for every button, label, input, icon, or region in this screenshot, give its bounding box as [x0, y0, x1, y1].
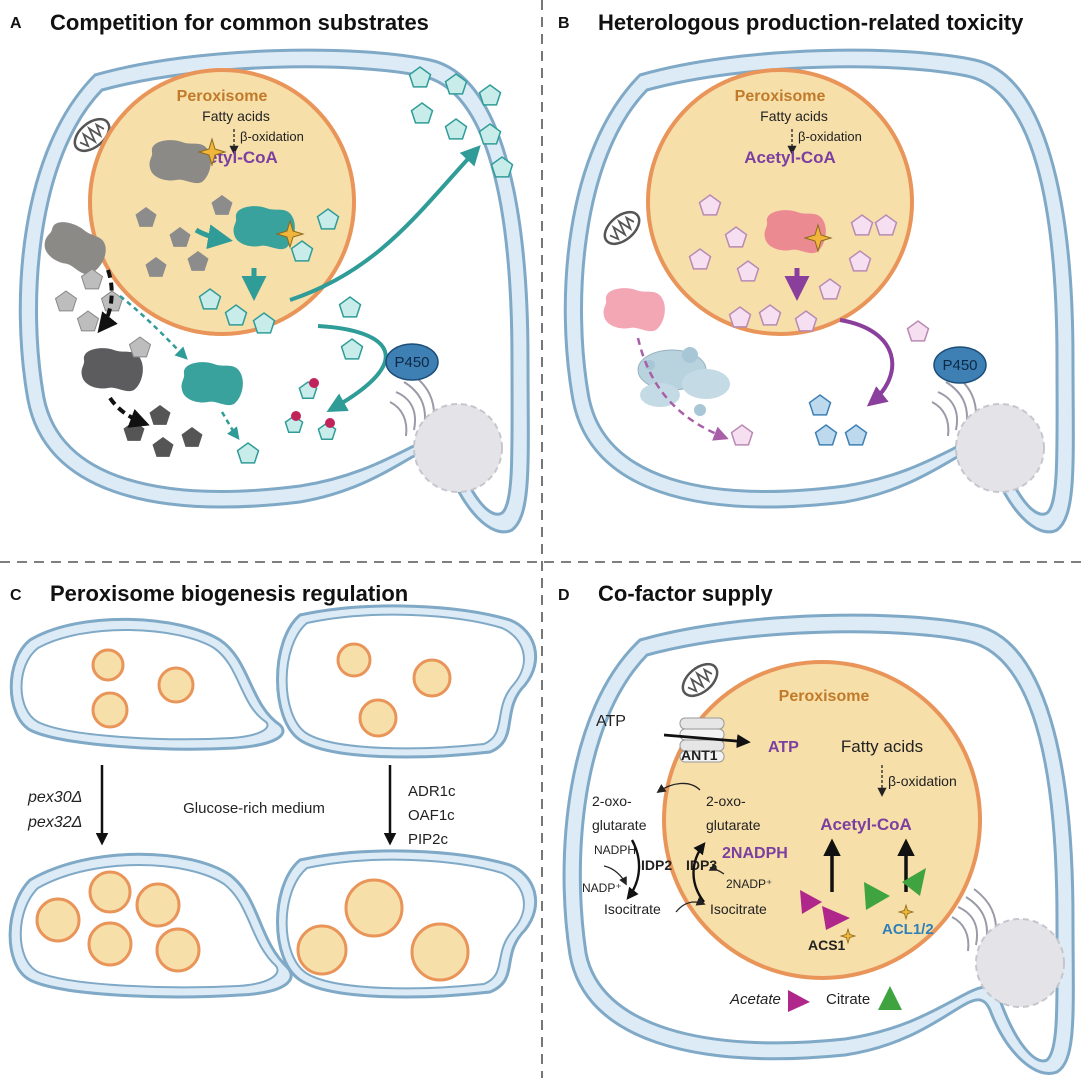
cell-c-top-right: [276, 604, 538, 759]
panel-a-letter: A: [10, 15, 22, 32]
acetyl-coa-label-d: Acetyl-CoA: [820, 815, 912, 834]
export-arrow-a: [289, 145, 481, 302]
nadp-label: NADP⁺: [582, 881, 622, 895]
panel-d: D Co-factor supply Peroxisome ATP ANT1 A…: [558, 581, 1075, 1075]
isocitrate-inside-label: Isocitrate: [710, 901, 767, 917]
panel-c-letter: C: [10, 587, 22, 604]
panel-d-letter: D: [558, 587, 570, 604]
two-nadph-label: 2NADPH: [722, 845, 788, 862]
oxoglutarate-inside-line1: 2-oxo-: [706, 793, 746, 809]
acetate-label: Acetate: [729, 991, 781, 1008]
p450-arrow-a: [317, 324, 388, 412]
peroxisome-label-a: Peroxisome: [177, 88, 268, 105]
heterologous-enzyme-cytosol: [181, 362, 243, 406]
beta-oxidation-label-b: β-oxidation: [798, 129, 862, 144]
panel-d-title: Co-factor supply: [598, 581, 774, 606]
nadph-label: NADPH: [594, 843, 636, 857]
p450-label-a: P450: [394, 354, 429, 371]
ant1-label: ANT1: [681, 747, 718, 763]
acs1-label: ACS1: [808, 937, 846, 953]
fatty-acids-label-a: Fatty acids: [202, 108, 270, 124]
panel-b: B Heterologous production-related toxici…: [558, 10, 1075, 534]
cell-c-top-left: [9, 617, 285, 751]
p450-enzyme-a: P450: [385, 343, 439, 381]
citrate-triangles-in-peroxisome: [864, 868, 926, 910]
panel-b-letter: B: [558, 15, 570, 32]
idp2-label: IDP2: [641, 857, 672, 873]
acetate-triangles-in-peroxisome: [800, 890, 850, 930]
oxoglutarate-outside-line1: 2-oxo-: [592, 793, 632, 809]
oxoglutarate-inside-line2: glutarate: [706, 817, 761, 833]
beta-oxidation-label-d: β-oxidation: [888, 773, 957, 789]
panel-a-title: Competition for common substrates: [50, 10, 429, 35]
p450-label-b: P450: [942, 357, 977, 374]
atp-outside-label: ATP: [596, 713, 626, 730]
heterologous-enzyme-a: [233, 206, 295, 250]
panel-c: C Peroxisome biogenesis regulation: [8, 581, 538, 999]
oxoglutarate-outside-line2: glutarate: [592, 817, 647, 833]
acetate-triangle: [788, 990, 810, 1012]
pip2c-label: PIP2c: [408, 831, 449, 848]
panel-b-title: Heterologous production-related toxicity: [598, 10, 1024, 35]
cell-c-bottom-right: [276, 849, 538, 999]
panel-c-title: Peroxisome biogenesis regulation: [50, 581, 408, 606]
citrate-triangle: [878, 986, 902, 1010]
peroxisome-b: Peroxisome Fatty acids β-oxidation Acety…: [646, 68, 914, 336]
peroxisome-label-b: Peroxisome: [735, 88, 826, 105]
cell-c-bottom-left: [8, 852, 293, 999]
idp3-label: IDP3: [686, 857, 717, 873]
beta-oxidation-label-a: β-oxidation: [240, 129, 304, 144]
hydroxylated-products-a: [284, 378, 337, 441]
misfolded-enzyme-b: [603, 288, 665, 332]
acetyl-coa-label-b: Acetyl-CoA: [744, 148, 836, 167]
acl12-label: ACL1/2: [882, 921, 934, 938]
isocitrate-outside-label: Isocitrate: [604, 901, 661, 917]
glucose-medium-label: Glucose-rich medium: [183, 800, 325, 817]
fatty-acids-label-d: Fatty acids: [841, 737, 923, 756]
citrate-label: Citrate: [826, 991, 870, 1008]
atp-inside-label: ATP: [768, 739, 799, 756]
pex32-label: pex32Δ: [27, 814, 82, 831]
panel-a: A Competition for common substrates Pero…: [10, 10, 530, 534]
native-enzyme-a: [149, 140, 211, 184]
pex30-label: pex30Δ: [27, 789, 82, 806]
p450-arrow-b: [839, 318, 895, 407]
protein-aggregates: [637, 347, 730, 416]
adr1c-label: ADR1c: [408, 783, 456, 800]
peroxisome-label-d: Peroxisome: [779, 688, 870, 705]
peroxisome-a: Peroxisome Fatty acids β-oxidation Acety…: [88, 68, 356, 336]
p450-enzyme-b: P450: [933, 346, 987, 384]
two-nadp-label: 2NADP⁺: [726, 877, 772, 891]
oaf1c-label: OAF1c: [408, 807, 455, 824]
fatty-acids-label-b: Fatty acids: [760, 108, 828, 124]
